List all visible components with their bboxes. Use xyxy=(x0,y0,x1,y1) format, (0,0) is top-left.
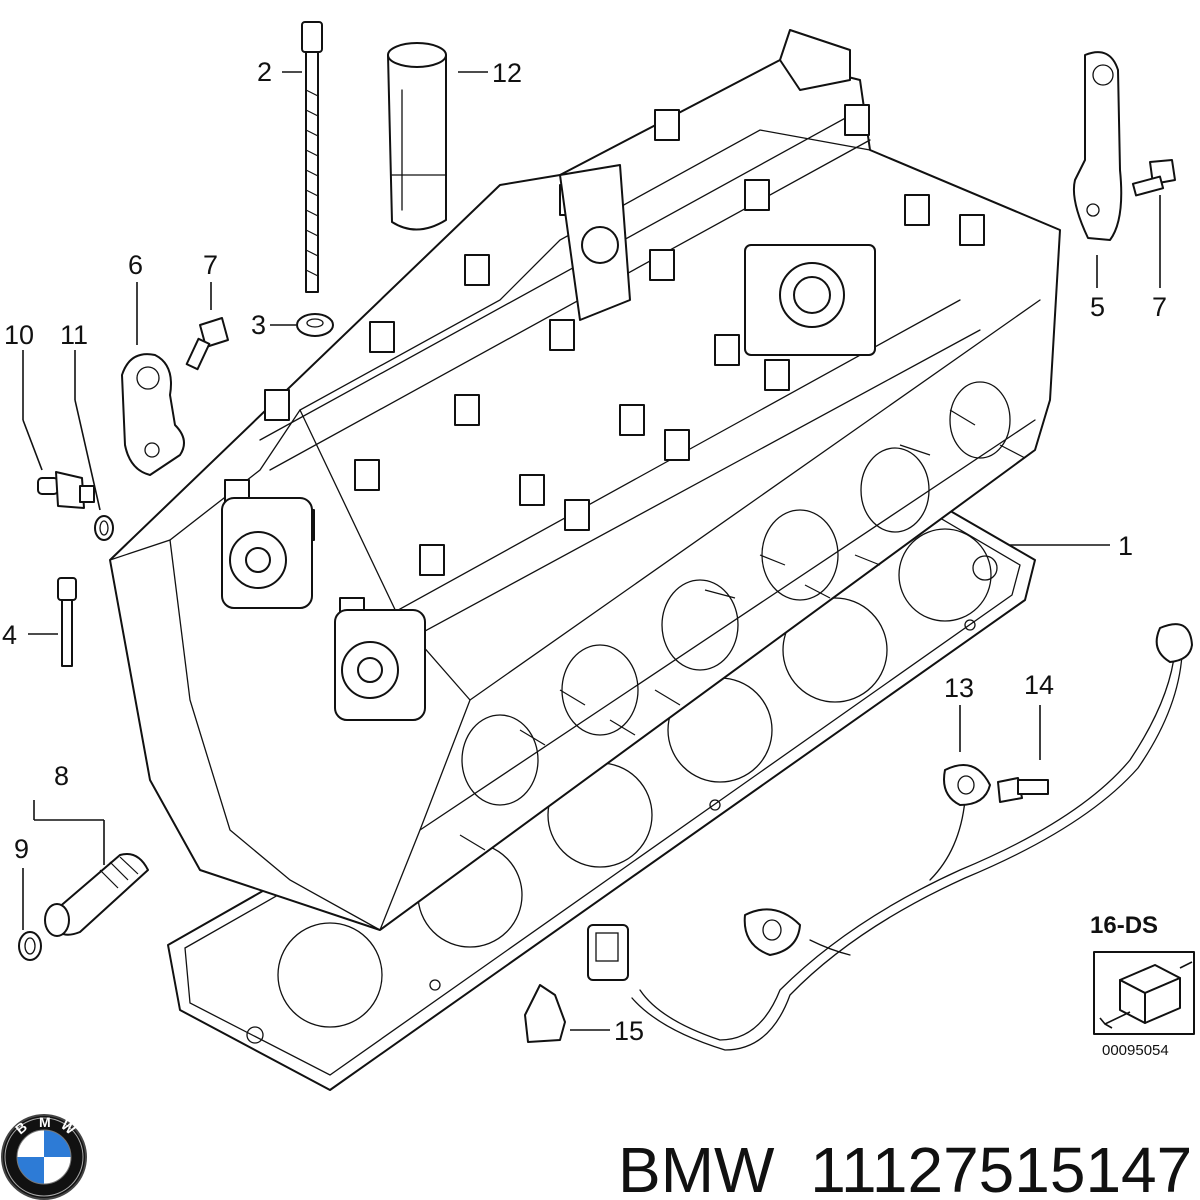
footer-part-number: BMW 11127515147 xyxy=(618,1134,1192,1200)
callout-2: 2 xyxy=(257,57,272,87)
box-icon xyxy=(1099,961,1193,1029)
callout-3: 3 xyxy=(251,310,266,340)
bracket-bolt-left xyxy=(185,317,229,371)
bracket-bolt-right xyxy=(1131,159,1176,197)
callout-13: 13 xyxy=(944,673,974,703)
callout-7-left: 7 xyxy=(203,250,218,280)
callout-4: 4 xyxy=(2,620,17,650)
callout-1: 1 xyxy=(1118,531,1133,561)
knock-sensor-bolt xyxy=(997,777,1049,803)
footer-number: 11127515147 xyxy=(810,1134,1192,1200)
callout-9: 9 xyxy=(14,834,29,864)
bmw-logo: B M W xyxy=(1,1114,87,1200)
ds-code: 00095054 xyxy=(1102,1042,1169,1059)
guide-sleeve xyxy=(387,42,447,231)
footer-brand: BMW xyxy=(618,1134,775,1200)
callout-8: 8 xyxy=(54,761,69,791)
callout-labels: 1 2 3 4 5 6 7 7 8 9 10 11 12 13 14 15 xyxy=(2,57,1167,1046)
callout-10: 10 xyxy=(4,320,34,350)
callout-11: 11 xyxy=(60,320,88,350)
knock-sensor-harness xyxy=(524,623,1193,1051)
callout-14: 14 xyxy=(1024,670,1054,700)
lifting-bracket-right xyxy=(1072,51,1123,241)
temperature-sensor xyxy=(37,471,95,509)
callout-7-right: 7 xyxy=(1152,292,1167,322)
head-bolt-long xyxy=(301,21,323,293)
callout-12: 12 xyxy=(492,58,522,88)
callout-15: 15 xyxy=(614,1016,644,1046)
callout-5: 5 xyxy=(1090,292,1105,322)
ds-symbol-box: 16-DS 00095054 xyxy=(1090,912,1195,1059)
seal-ring-9 xyxy=(18,931,42,961)
washer xyxy=(296,313,334,337)
lifting-bracket-left xyxy=(121,353,185,476)
callout-6: 6 xyxy=(128,250,143,280)
ds-label: 16-DS xyxy=(1090,912,1158,939)
short-bolt xyxy=(57,577,77,667)
cylinder-head xyxy=(109,29,1061,931)
seal-ring-11 xyxy=(94,515,114,541)
logo-letter-m: M xyxy=(39,1114,51,1130)
oil-check-valve xyxy=(44,853,149,937)
callout-leaders xyxy=(22,71,1161,1031)
